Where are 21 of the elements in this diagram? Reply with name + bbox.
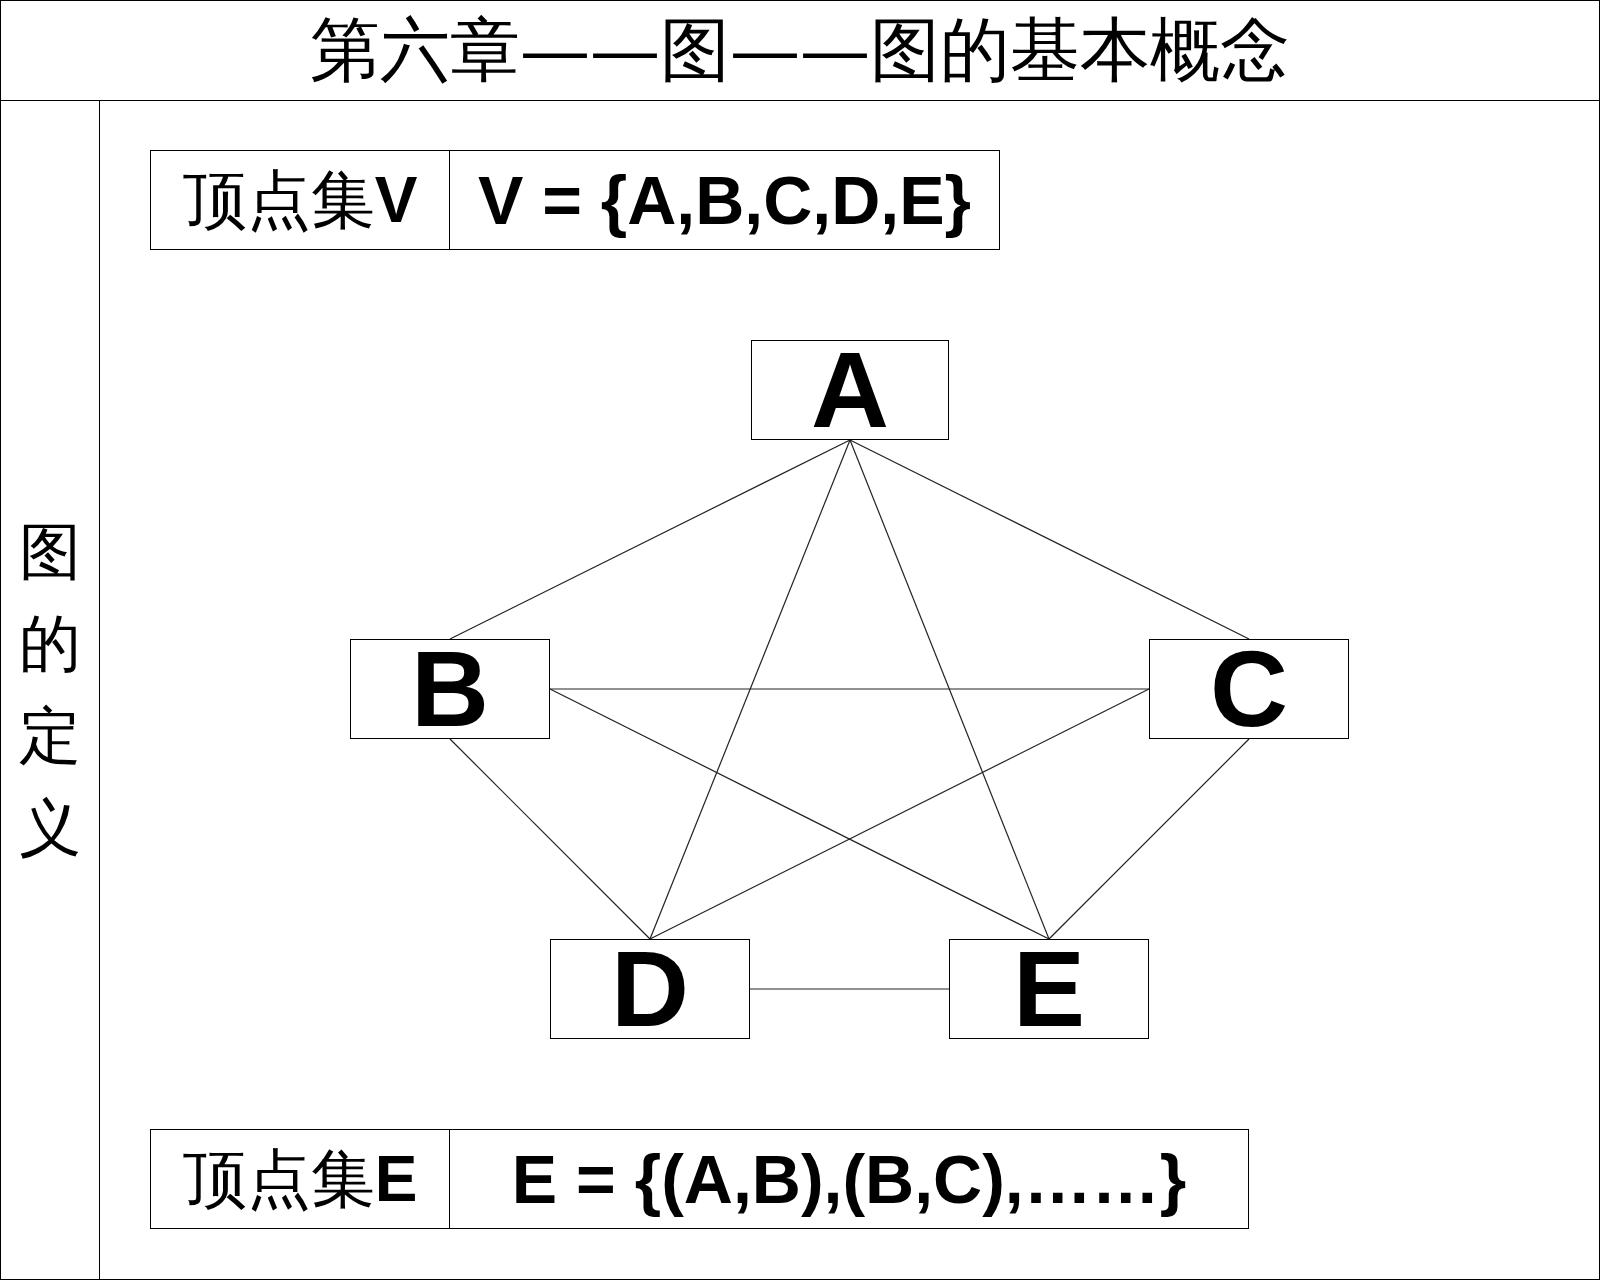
title-text: 第六章——图——图的基本概念 xyxy=(310,10,1290,90)
vertex-box: E xyxy=(949,939,1149,1039)
edge-line xyxy=(649,688,1150,940)
header-cell: 顶点集V xyxy=(150,150,450,250)
vertex-box: B xyxy=(350,639,550,739)
edge-line xyxy=(749,988,950,990)
edge-line xyxy=(849,439,1250,640)
edge-line xyxy=(849,439,1050,940)
vertex-box: D xyxy=(550,939,750,1039)
formula-cell: E = {(A,B),(B,C),……} xyxy=(449,1129,1249,1229)
header-cell: 顶点集E xyxy=(150,1129,450,1229)
edge-line xyxy=(1048,738,1250,940)
edge-line xyxy=(449,439,851,640)
edge-line xyxy=(549,688,1050,940)
formula-cell: V = {A,B,C,D,E} xyxy=(449,150,1000,250)
edge-line xyxy=(649,439,851,940)
vertex-box: A xyxy=(751,340,949,440)
vertex-box: C xyxy=(1149,639,1349,739)
edge-line xyxy=(549,688,1150,690)
section-label: 图的定义 xyxy=(17,514,82,866)
edge-line xyxy=(449,738,651,940)
